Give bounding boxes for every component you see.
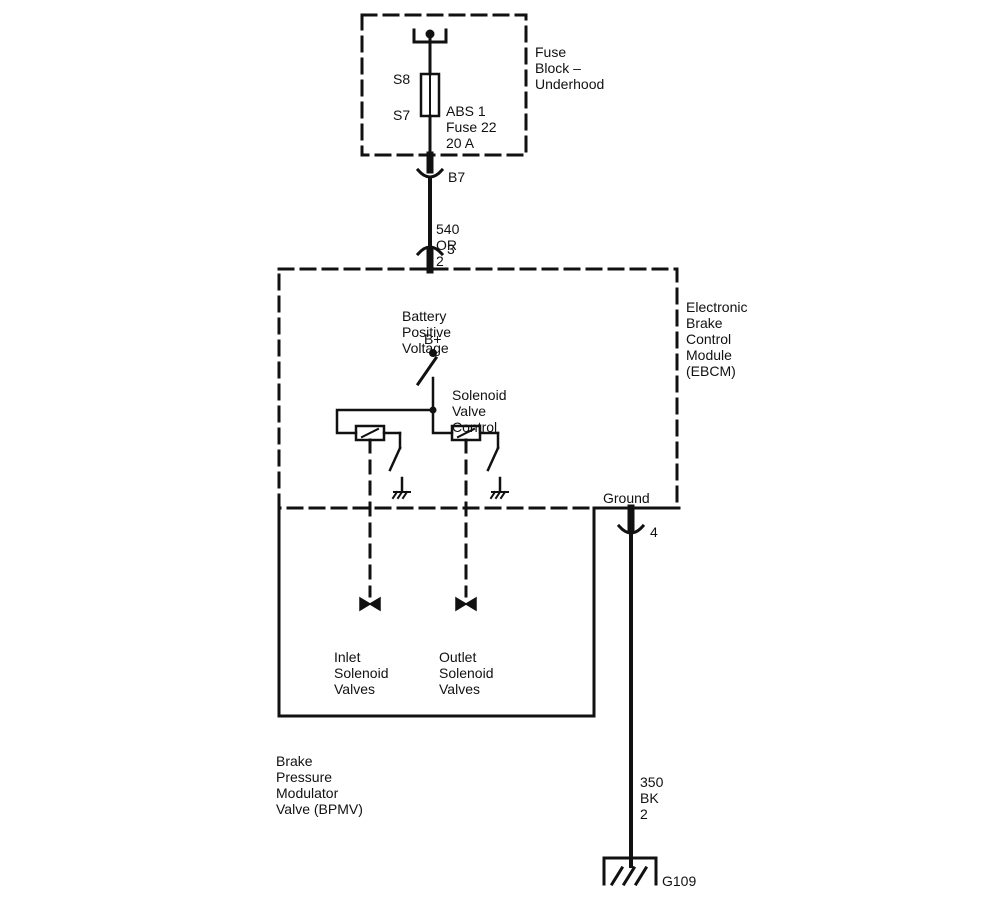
inlet-coil-slash bbox=[360, 427, 380, 439]
ground-label: Ground bbox=[603, 490, 650, 506]
ground-pin-label: 4 bbox=[650, 524, 658, 540]
inlet-branch-wire bbox=[335, 408, 435, 435]
ebcm-outline bbox=[277, 267, 679, 510]
b-plus-terminal bbox=[429, 349, 437, 357]
fuse-block-outline bbox=[360, 13, 528, 157]
fuse-s8-label: S8 bbox=[393, 71, 411, 87]
g109-label: G109 bbox=[662, 873, 697, 889]
solenoid-control-switch bbox=[415, 355, 439, 387]
inlet-driver-ground-icon bbox=[391, 490, 411, 500]
inlet-valve-icon bbox=[359, 596, 381, 612]
b-plus-label: B+ bbox=[424, 331, 442, 347]
connector-b7-label: B7 bbox=[448, 169, 466, 185]
outlet-driver-switch bbox=[486, 446, 500, 472]
outlet-coil-slash bbox=[456, 427, 476, 439]
ebcm-pin-3-label: 3 bbox=[447, 241, 455, 257]
outlet-branch-wire bbox=[431, 408, 454, 435]
bpmv-outline bbox=[277, 506, 681, 718]
outlet-driver-ground-icon bbox=[489, 490, 509, 500]
outlet-valve-icon bbox=[455, 596, 477, 612]
g109-ground-icon bbox=[602, 856, 658, 887]
inlet-driver-switch bbox=[388, 446, 402, 472]
fuse-s7-label: S7 bbox=[393, 107, 411, 123]
